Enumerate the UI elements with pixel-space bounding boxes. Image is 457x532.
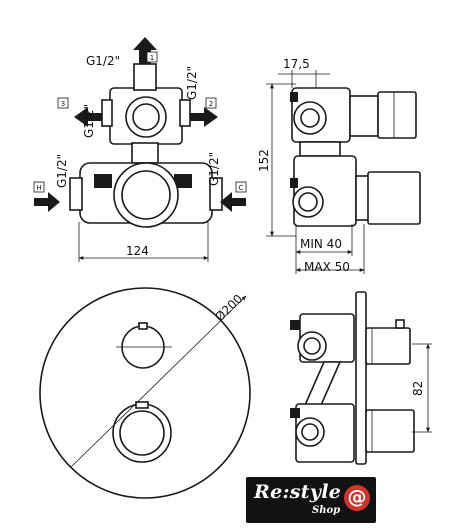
port-left-lower-label: G1/2"	[55, 154, 69, 188]
port-top-label: G1/2"	[86, 54, 120, 68]
outlet-3-tag: 3	[61, 100, 65, 108]
min-depth-value: MIN 40	[300, 237, 342, 251]
diameter-value: Ø200	[212, 292, 245, 325]
depth-top-value: 17,5	[283, 57, 310, 71]
hot-inlet-arrow-icon	[34, 192, 60, 212]
logo-brand-text: Re:style	[254, 481, 342, 503]
mounting-depth-dimension	[295, 224, 365, 274]
outlet-1-tag: 1	[150, 54, 154, 62]
outlet-2-tag: 2	[209, 100, 213, 108]
logo-shop-text: Shop	[312, 505, 341, 516]
spacing-dimension	[412, 343, 432, 433]
valve-side-view	[290, 87, 421, 227]
port-right-lower-label: G1/2"	[207, 152, 221, 186]
height-value: 152	[257, 149, 271, 172]
faceplate-front-view	[39, 287, 251, 499]
max-depth-value: MAX 50	[304, 260, 350, 274]
outlet-arrows: 1 2 3 H C	[33, 37, 247, 212]
hot-inlet-tag: H	[36, 184, 41, 192]
cold-inlet-arrow-icon	[220, 192, 246, 212]
height-dimension	[266, 83, 296, 237]
spacing-value: 82	[411, 381, 425, 396]
logo-at-icon: @	[344, 485, 370, 511]
width-dimension	[78, 222, 209, 262]
valve-front-view	[69, 63, 223, 228]
depth-dimension-top	[278, 70, 330, 88]
restyle-shop-logo: Re:style Shop @	[246, 477, 376, 523]
arrow-left-icon	[74, 107, 102, 127]
port-right-upper-label: G1/2"	[185, 66, 199, 100]
width-value: 124	[126, 244, 149, 258]
cold-inlet-tag: C	[239, 184, 244, 192]
arrow-right-icon	[190, 107, 218, 127]
faceplate-side-view	[290, 291, 415, 465]
port-left-upper-label: G1/2"	[82, 104, 96, 138]
